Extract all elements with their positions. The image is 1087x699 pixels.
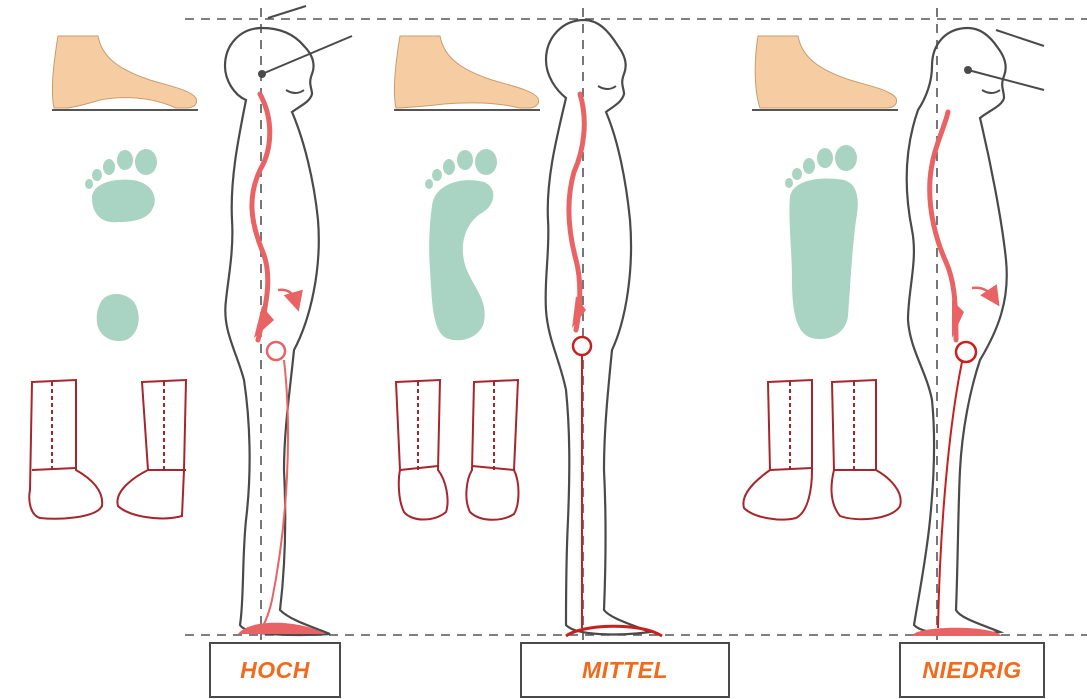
foot-side-low-icon [752, 36, 898, 110]
footprint-low-icon [785, 145, 858, 339]
guide-lines [185, 8, 1087, 640]
label-hoch: HOCH [240, 657, 310, 684]
body-outline-medium [546, 20, 650, 634]
label-mittel: MITTEL [582, 657, 668, 684]
label-niedrig: NIEDRIG [922, 657, 1021, 684]
panel-niedrig [743, 28, 1044, 636]
footprint-high-icon [85, 149, 157, 341]
shoes-low-icon [743, 380, 900, 520]
label-box-niedrig: NIEDRIG [899, 642, 1045, 698]
shoes-high-icon [29, 380, 186, 519]
label-box-mittel: MITTEL [520, 642, 730, 698]
foot-side-high-icon [52, 36, 198, 110]
label-box-hoch: HOCH [209, 642, 341, 698]
shoes-medium-icon [396, 380, 519, 520]
panel-hoch [29, 6, 352, 635]
footprint-medium-icon [425, 149, 497, 340]
body-outline-high [225, 28, 330, 635]
foot-side-medium-icon [394, 36, 540, 110]
panel-mittel [394, 20, 662, 636]
spine-medium [569, 94, 584, 330]
